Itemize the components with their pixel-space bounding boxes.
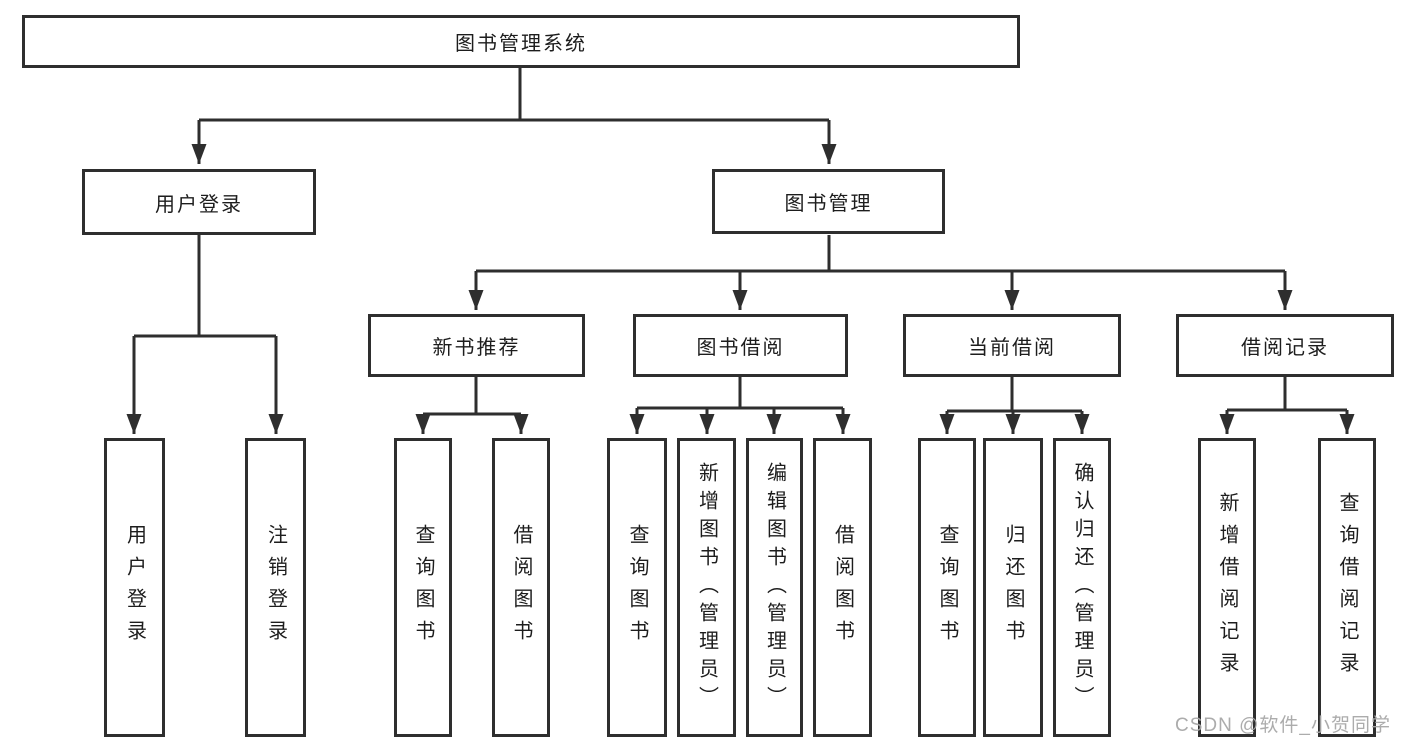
leaf-user-login: 用户登录: [104, 438, 165, 737]
node-label: 查询图书: [412, 523, 434, 652]
node-label: 确认归还（管理员）: [1071, 461, 1093, 714]
node-label: 新增图书（管理员）: [695, 461, 718, 714]
node-library-system-root: 图书管理系统: [22, 15, 1020, 68]
leaf-return-books: 归还图书: [983, 438, 1043, 737]
csdn-watermark: CSDN @软件_小贺同学: [1175, 715, 1391, 736]
node-label: 注销登录: [264, 523, 287, 652]
node-label: 用户登录: [123, 523, 146, 652]
leaf-logout: 注销登录: [245, 438, 306, 737]
leaf-edit-books-admin: 编辑图书（管理员）: [746, 438, 803, 737]
leaf-query-books-recommend: 查询图书: [394, 438, 452, 737]
node-label: 图书管理: [784, 193, 873, 215]
leaf-borrow-books-recommend: 借阅图书: [492, 438, 550, 737]
node-label: 查询图书: [626, 523, 648, 652]
node-current-borrowing: 当前借阅: [903, 314, 1121, 377]
node-label: 借阅图书: [510, 523, 532, 652]
leaf-add-books-admin: 新增图书（管理员）: [677, 438, 736, 737]
leaf-query-books-borrow: 查询图书: [607, 438, 667, 737]
node-label: 用户登录: [155, 193, 243, 216]
node-label: 查询借阅记录: [1336, 491, 1358, 684]
node-label: 新增借阅记录: [1216, 491, 1238, 684]
node-user-login: 用户登录: [82, 169, 316, 235]
node-label: 借阅记录: [1241, 337, 1329, 359]
node-label: 图书管理系统: [455, 33, 587, 55]
node-book-management: 图书管理: [712, 169, 945, 234]
node-label: 图书借阅: [696, 337, 785, 359]
leaf-add-borrow-record: 新增借阅记录: [1198, 438, 1256, 737]
node-borrowing-records: 借阅记录: [1176, 314, 1394, 377]
node-label: 新书推荐: [432, 337, 521, 359]
node-label: 当前借阅: [968, 337, 1056, 359]
node-label: 编辑图书（管理员）: [763, 461, 786, 714]
leaf-confirm-return-admin: 确认归还（管理员）: [1053, 438, 1111, 737]
node-label: 查询图书: [936, 523, 958, 652]
node-new-book-recommend: 新书推荐: [368, 314, 585, 377]
node-book-borrowing: 图书借阅: [633, 314, 848, 377]
node-label: 借阅图书: [831, 523, 854, 652]
leaf-query-books-current: 查询图书: [918, 438, 976, 737]
leaf-query-borrow-record: 查询借阅记录: [1318, 438, 1376, 737]
node-label: 归还图书: [1002, 523, 1024, 652]
leaf-borrow-books: 借阅图书: [813, 438, 872, 737]
